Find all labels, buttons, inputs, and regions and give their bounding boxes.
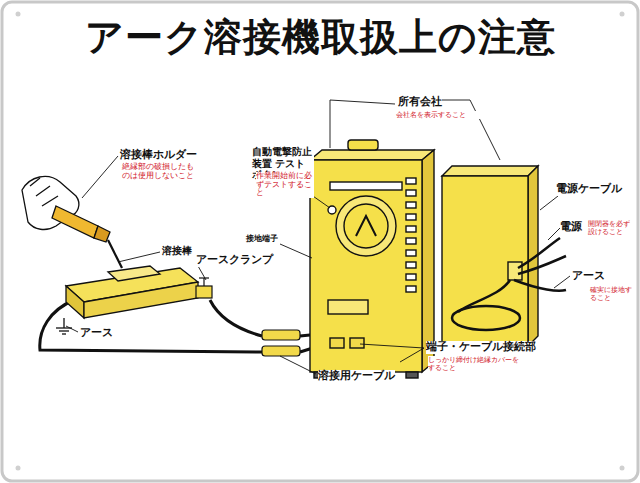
leader-lines bbox=[66, 100, 570, 374]
earth-symbol bbox=[56, 318, 72, 334]
part-label: 端子・ケーブル接続部 bbox=[426, 341, 536, 354]
part-label: 溶接棒ホルダー bbox=[120, 149, 197, 162]
screw-holes bbox=[16, 12, 625, 471]
power-cables bbox=[452, 238, 566, 330]
sign-title: アーク溶接機取扱上の注意 bbox=[0, 12, 640, 63]
earth-clamp bbox=[196, 278, 212, 298]
part-label: 電源ケーブル bbox=[556, 183, 622, 196]
part-label: アースクランプ bbox=[196, 254, 273, 267]
part-label: アース bbox=[80, 327, 113, 340]
glove-and-holder bbox=[22, 176, 122, 268]
work-piece bbox=[66, 266, 198, 318]
warning-note: 確実に接地すること bbox=[590, 286, 634, 302]
warning-note: 開閉器を必ず設けること bbox=[588, 220, 634, 236]
warning-note: 絶縁部の破損したものは使用しないこと bbox=[122, 163, 200, 180]
part-label: 所有会社 bbox=[398, 96, 442, 109]
warning-note: 会社名を表示すること bbox=[396, 111, 492, 119]
welding-machine bbox=[310, 140, 434, 378]
part-label: 電源 bbox=[560, 221, 582, 234]
part-label: 溶接棒 bbox=[162, 245, 192, 257]
warning-note: しっかり締付け絶縁カバーをすること bbox=[428, 356, 524, 372]
welding-machine-rear bbox=[442, 166, 538, 352]
warning-note: 作業開始前に必ずテストすること bbox=[256, 172, 314, 198]
cable-connectors bbox=[262, 330, 300, 356]
part-label: 溶接用ケーブル bbox=[318, 370, 395, 383]
part-label: 接地端子 bbox=[246, 234, 278, 243]
part-label: アース bbox=[572, 270, 605, 283]
